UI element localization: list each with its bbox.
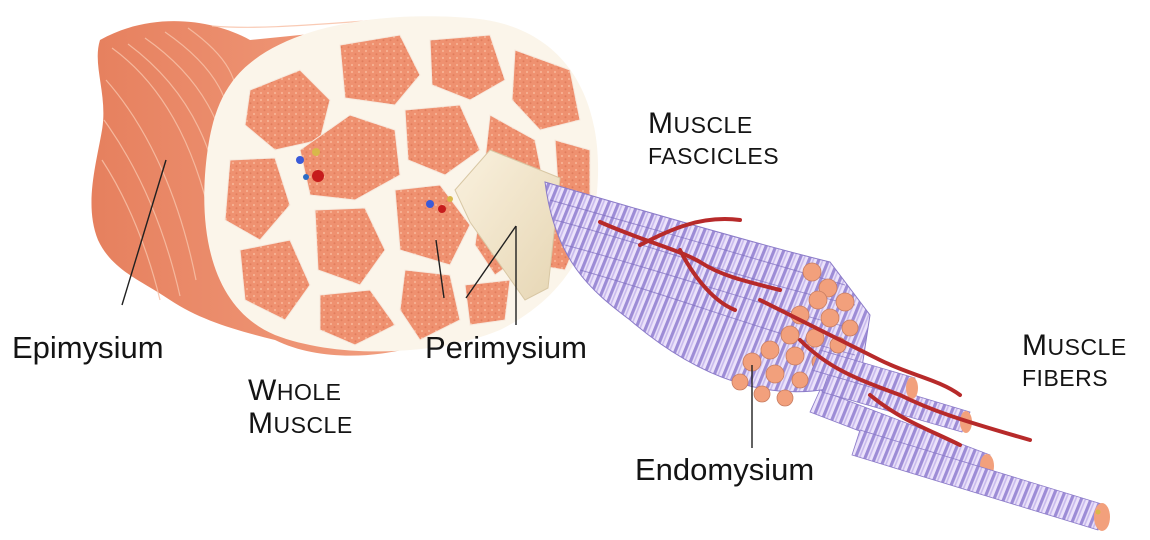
muscle-fascicles-line-1: MUSCLE [648, 108, 779, 141]
muscle-fibers-label: MUSCLE FIBERS [1022, 330, 1127, 394]
whole-muscle-line-2: MUSCLE [248, 408, 353, 441]
muscle-fibers-line-1: MUSCLE [1022, 330, 1127, 363]
epimysium-label: Epimysium [12, 330, 164, 366]
muscle-fibers-line-2: FIBERS [1022, 363, 1127, 394]
whole-muscle-line-1: WHOLE [248, 375, 353, 408]
whole-muscle-label: WHOLE MUSCLE [248, 375, 353, 441]
perimysium-label: Perimysium [425, 330, 587, 366]
endomysium-label: Endomysium [635, 452, 814, 488]
muscle-fascicles-line-2: FASCICLES [648, 141, 779, 172]
muscle-fascicles-label: MUSCLE FASCICLES [648, 108, 779, 172]
